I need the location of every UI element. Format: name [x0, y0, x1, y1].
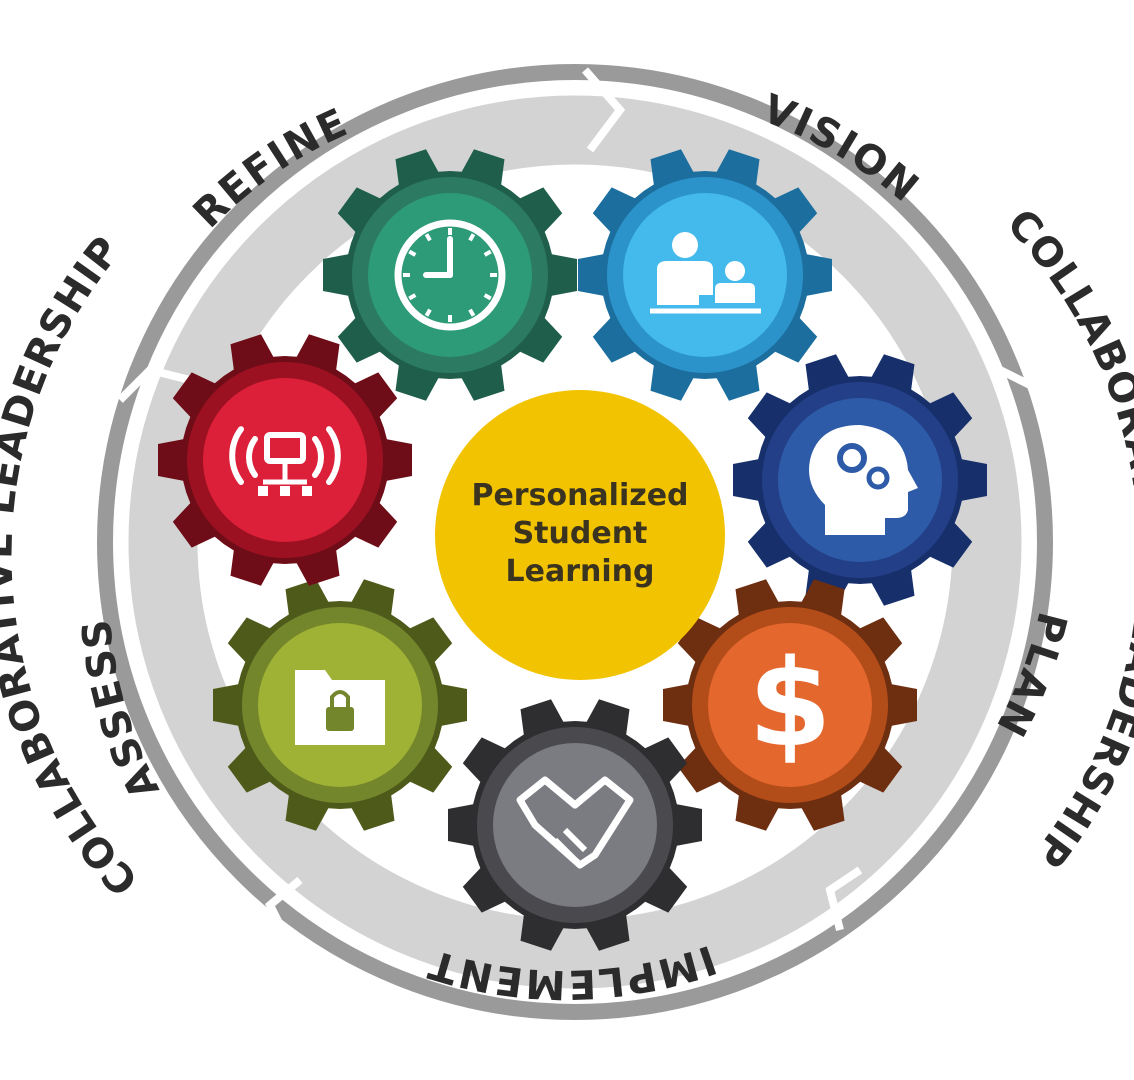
handshake-icon: [516, 776, 634, 869]
cycle-arrow-separator: [265, 876, 303, 947]
gear-cluster: $: [158, 149, 987, 951]
center-title-line-2: Student: [513, 516, 648, 551]
gear-budget: $: [663, 579, 917, 831]
teacher-student-icon: [650, 232, 761, 314]
gear-face: [708, 623, 872, 787]
center-title-line-3: Learning: [506, 554, 655, 589]
head-gears-icon: [809, 425, 918, 535]
gear-thinking: [733, 354, 987, 606]
gear-instruction: [578, 149, 832, 401]
gear-face: [493, 743, 657, 907]
gear-partnerships: [448, 699, 702, 951]
outer-label-collaborative-leadership-left: COLLABORATIVE LEADERSHIP: [0, 228, 146, 904]
cycle-arrow-separator: [825, 866, 863, 931]
cycle-arrow-separator: [998, 366, 1062, 431]
gear-data-privacy: [213, 579, 467, 831]
center-title-line-1: Personalized: [471, 478, 688, 513]
gear-technology: [158, 334, 412, 586]
cycle-arrow-separator: [117, 365, 191, 403]
gear-time: [323, 149, 577, 401]
dollar-icon: $: [748, 635, 832, 774]
network-icon: [229, 426, 341, 496]
locked-folder-icon: [295, 670, 385, 745]
clock-icon: [394, 219, 506, 331]
svg-text:$: $: [748, 635, 832, 774]
svg-text:COLLABORATIVE LEADERSHIP: COLLABORATIVE LEADERSHIP: [0, 228, 147, 904]
center-circle: Personalized Student Learning: [435, 390, 725, 680]
cycle-arrow-separator: [581, 67, 626, 153]
